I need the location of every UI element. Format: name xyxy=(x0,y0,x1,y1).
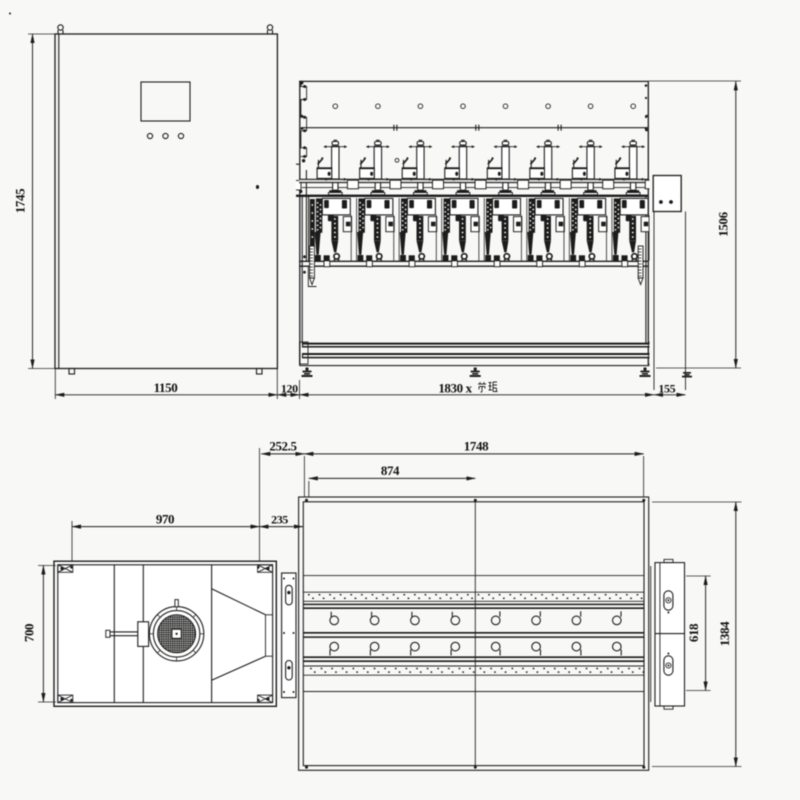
svg-text:1748: 1748 xyxy=(464,438,489,453)
svg-text:700: 700 xyxy=(22,624,37,642)
svg-text:1150: 1150 xyxy=(154,380,178,395)
svg-text:970: 970 xyxy=(156,511,174,526)
svg-text:120: 120 xyxy=(281,382,298,396)
svg-text:618: 618 xyxy=(686,623,701,642)
svg-text:1830 x: 1830 x xyxy=(438,381,472,396)
svg-text:1384: 1384 xyxy=(717,621,732,646)
svg-text:1745: 1745 xyxy=(13,188,28,213)
svg-text:874: 874 xyxy=(381,463,400,478)
svg-text:252.5: 252.5 xyxy=(269,438,297,453)
svg-text:155: 155 xyxy=(658,382,675,396)
svg-text:1506: 1506 xyxy=(716,211,731,236)
svg-text:235: 235 xyxy=(271,512,288,526)
